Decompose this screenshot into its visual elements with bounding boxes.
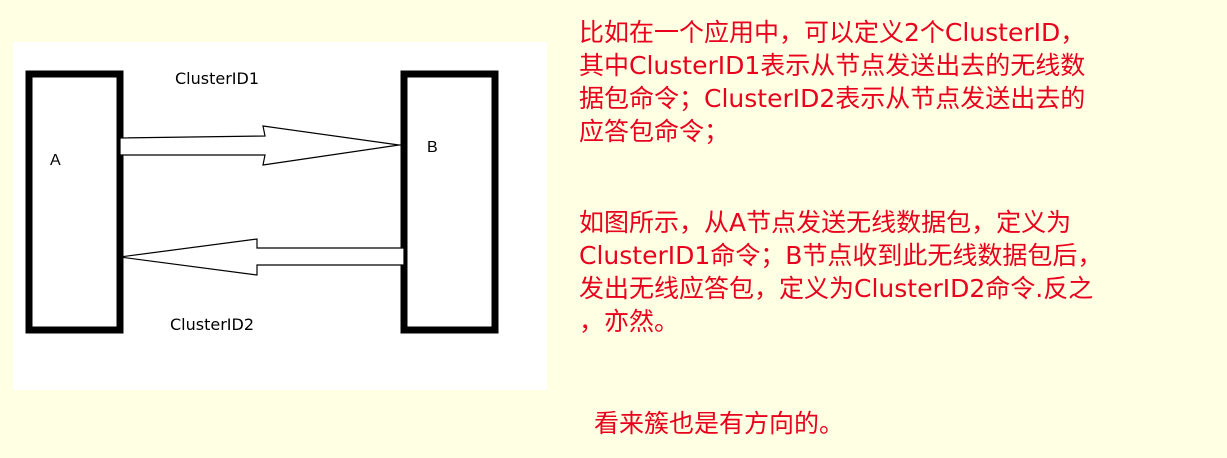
arrow-clusterid1 [119,125,400,166]
cluster-diagram: A B ClusterID1 ClusterID2 [13,42,547,390]
node-b-label: B [427,139,438,156]
node-b-box [400,70,499,334]
node-a-box [25,70,124,334]
conclusion-text: 看来簇也是有方向的。 [594,409,845,438]
node-a-label: A [50,152,61,169]
arrow-bottom-label: ClusterID2 [170,315,254,334]
arrow-top-label: ClusterID1 [175,69,259,88]
explanation-paragraph-1: 比如在一个应用中，可以定义2个ClusterID， 其中ClusterID1表示… [579,18,1086,146]
diagram-canvas: A B ClusterID1 ClusterID2 [25,69,499,334]
explanation-paragraph-2: 如图所示，从A节点发送无线数据包，定义为 ClusterID1命令；B节点收到此… [579,208,1103,336]
arrow-clusterid2 [119,238,405,276]
